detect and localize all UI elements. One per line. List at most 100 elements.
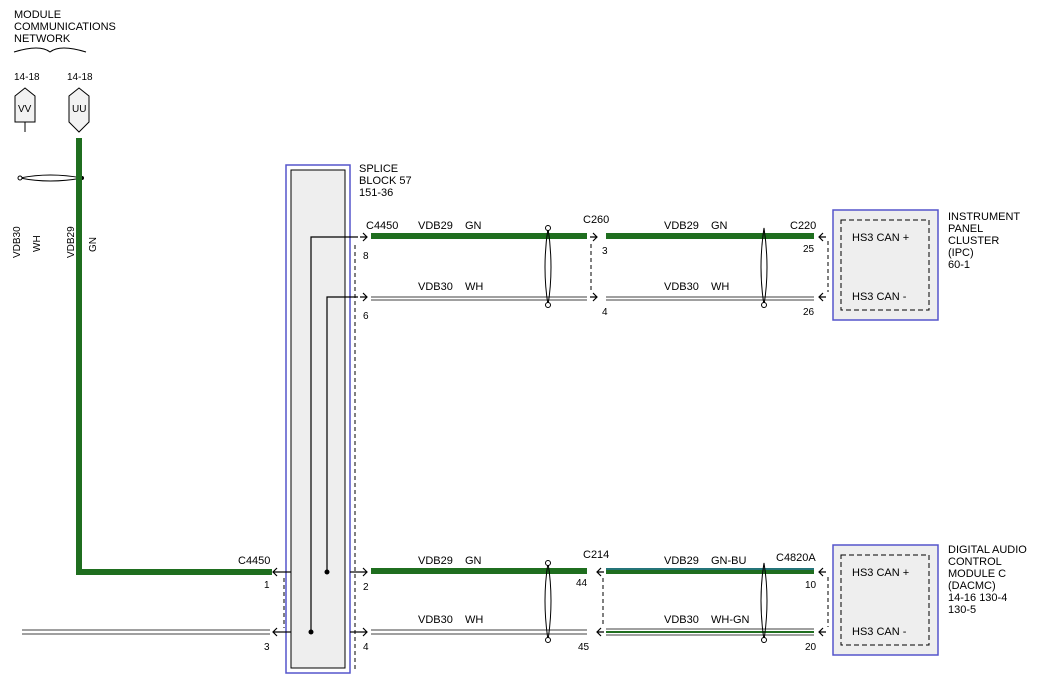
dacmc-label-line-4: (DACMC) <box>948 580 996 592</box>
upper-twist-marker-2 <box>760 227 768 306</box>
splice-internal-can-minus-bus <box>310 236 358 632</box>
upper-arrow-pin8 <box>360 232 368 242</box>
upper-c4450-label: C4450 <box>366 220 398 232</box>
dacmc-module-inner-dash <box>840 554 930 646</box>
upper-pin-25: 25 <box>803 244 815 255</box>
lower-c4820a-arrow-bottom <box>818 627 826 637</box>
lower-twist-2-bottom <box>761 637 767 643</box>
ipc-label-line-5: 60-1 <box>948 259 970 271</box>
upper-wire3-color: GN <box>711 220 728 232</box>
lower-c214-label: C214 <box>583 549 609 561</box>
splice-node-minus <box>308 629 314 635</box>
upper-c260-label: C260 <box>583 214 609 226</box>
lower-c214-arrow-top <box>596 567 604 577</box>
lower-arrow-pin1 <box>272 567 280 577</box>
upper-c220-arrow-bottom <box>818 292 826 302</box>
lower-c214-arrow-bottom <box>596 627 604 637</box>
dacmc-label-line-1: DIGITAL AUDIO <box>948 544 1027 556</box>
lower-pin-44: 44 <box>576 578 588 589</box>
network-brace <box>13 47 87 53</box>
lower-twist-marker-1 <box>544 562 552 641</box>
network-wire-vdb29-color: GN <box>88 237 99 252</box>
dacmc-label-line-2: CONTROL <box>948 556 1002 568</box>
lower-c4820a-arrow-top <box>818 567 826 577</box>
upper-twist-1-top <box>545 225 551 231</box>
network-wire-vdb30-color: WH <box>32 235 43 252</box>
lower-pin-4: 4 <box>363 642 369 653</box>
upper-pin-26: 26 <box>803 307 815 318</box>
splice-label-line-3: 151-36 <box>359 187 393 199</box>
upper-c220-label: C220 <box>790 220 816 232</box>
lower-twist-1-bottom <box>545 637 551 643</box>
upper-c260-arrow-top <box>590 232 598 242</box>
network-twist-end <box>17 175 23 181</box>
splice-node-plus <box>324 569 330 575</box>
lower-wire3-name: VDB29 <box>664 555 699 567</box>
upper-wire3-name: VDB29 <box>664 220 699 232</box>
ipc-label-line-4: (IPC) <box>948 247 974 259</box>
upper-twist-marker-1 <box>544 227 552 306</box>
network-green-trunk <box>76 138 272 575</box>
upper-wire2-color: WH <box>465 281 483 293</box>
lower-wire2-color: WH <box>465 614 483 626</box>
connector-uu-label: UU <box>72 104 86 115</box>
lower-pin-10: 10 <box>805 580 817 591</box>
upper-pin-8: 8 <box>363 251 369 262</box>
upper-wire4-color: WH <box>711 281 729 293</box>
network-wire-vdb29-name: VDB29 <box>66 226 77 258</box>
upper-pin-3: 3 <box>602 246 608 257</box>
lower-twist-1-top <box>545 560 551 566</box>
upper-arrow-pin6 <box>360 292 368 302</box>
splice-label-line-2: BLOCK 57 <box>359 175 412 187</box>
upper-pin-6: 6 <box>363 311 369 322</box>
lower-twist-marker-2 <box>760 562 768 641</box>
lower-pin-45: 45 <box>578 642 590 653</box>
lower-pin-20: 20 <box>805 642 817 653</box>
upper-wire1-color: GN <box>465 220 482 232</box>
upper-twist-1-bottom <box>545 302 551 308</box>
dacmc-label-line-6: 130-5 <box>948 604 976 616</box>
ipc-module-inner-dash <box>840 219 930 311</box>
connector-vv-label: VV <box>18 104 32 115</box>
network-label-line-2: COMMUNICATIONS <box>14 21 116 33</box>
splice-block-body <box>290 169 346 669</box>
ipc-label-line-3: CLUSTER <box>948 235 999 247</box>
network-label-line-3: NETWORK <box>14 33 71 45</box>
upper-c260-arrow-bottom <box>590 292 598 302</box>
lower-pin-2: 2 <box>363 582 369 593</box>
lower-wire4-name: VDB30 <box>664 614 699 626</box>
upper-twist-2-bottom <box>761 302 767 308</box>
upper-c220-arrow-top <box>818 232 826 242</box>
network-ref-vv: 14-18 <box>14 72 40 83</box>
network-label-line-1: MODULE <box>14 9 61 21</box>
ipc-label-line-2: PANEL <box>948 223 983 235</box>
lower-arrow-pin4 <box>360 627 368 637</box>
upper-wire2-name: VDB30 <box>418 281 453 293</box>
lower-wire2-name: VDB30 <box>418 614 453 626</box>
lower-c4450-label: C4450 <box>238 555 270 567</box>
upper-pin-4: 4 <box>602 307 608 318</box>
lower-wire4-color: WH-GN <box>711 614 750 626</box>
lower-pin-1: 1 <box>264 580 270 591</box>
ipc-pin-can-minus: HS3 CAN - <box>852 291 907 303</box>
network-twist-marker <box>19 174 83 182</box>
ipc-module-box <box>832 209 939 321</box>
upper-wire1-name: VDB29 <box>418 220 453 232</box>
lower-arrow-pin3 <box>272 627 280 637</box>
dacmc-pin-can-plus: HS3 CAN + <box>852 567 909 579</box>
network-ref-uu: 14-18 <box>67 72 93 83</box>
splice-internal-can-plus-bus <box>326 296 358 572</box>
lower-wire1-color: GN <box>465 555 482 567</box>
lower-c4820a-label: C4820A <box>776 552 816 564</box>
upper-wire4-name: VDB30 <box>664 281 699 293</box>
network-wire-vdb30-name: VDB30 <box>12 226 23 258</box>
ipc-label-line-1: INSTRUMENT <box>948 211 1020 223</box>
dacmc-label-line-3: MODULE C <box>948 568 1006 580</box>
connector-uu-flag <box>68 87 90 133</box>
lower-wire1-name: VDB29 <box>418 555 453 567</box>
ipc-pin-can-plus: HS3 CAN + <box>852 232 909 244</box>
connector-vv-flag <box>14 87 36 123</box>
splice-label-line-1: SPLICE <box>359 163 398 175</box>
dacmc-module-box <box>832 544 939 656</box>
